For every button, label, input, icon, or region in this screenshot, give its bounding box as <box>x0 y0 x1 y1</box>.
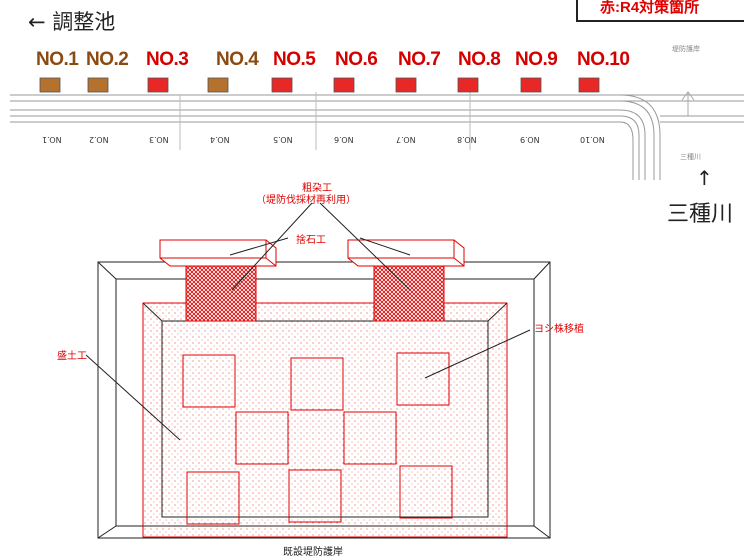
leader-riprap-right <box>359 237 411 256</box>
station-block <box>457 77 479 93</box>
river-label: 三種川 <box>667 202 734 227</box>
station-block <box>147 77 169 93</box>
embankment-label: 盛土工 <box>57 351 87 362</box>
leader-lines <box>85 202 531 441</box>
division-ticks <box>179 92 471 150</box>
road-curve <box>619 115 640 180</box>
station-label: NO.8 <box>458 49 501 70</box>
tick-label: NO.4 <box>210 135 230 144</box>
revetment-outer <box>97 261 551 539</box>
station-block <box>333 77 355 93</box>
station-label: NO.6 <box>335 49 378 70</box>
road-curve <box>619 121 634 180</box>
reed-plantings <box>182 352 453 525</box>
station-block <box>271 77 293 93</box>
reed-square <box>182 354 236 408</box>
reed-square <box>290 357 344 411</box>
riprap-right <box>373 262 445 322</box>
leader-embankment <box>85 354 181 441</box>
regulating-pond-direction: ← 調整池 <box>28 10 116 34</box>
riprap-label: 捨石工 <box>296 235 326 246</box>
leader-fascine-left <box>231 202 313 291</box>
reed-square <box>399 465 453 519</box>
station-block <box>87 77 109 93</box>
riprap-left <box>185 262 257 322</box>
embankment <box>142 302 508 538</box>
fascine-left <box>159 239 277 267</box>
existing-revetment-label: 既設堤防護岸 <box>283 547 343 558</box>
map-up-arrow <box>681 91 695 116</box>
tick-label: NO.1 <box>42 135 62 144</box>
leader-riprap-left <box>229 237 289 256</box>
station-label: NO.7 <box>398 49 441 70</box>
reed-square <box>396 352 450 406</box>
fascine <box>159 239 465 267</box>
road-curve <box>619 100 655 180</box>
tick-label: NO.7 <box>396 135 416 144</box>
station-label: NO.4 <box>216 49 259 70</box>
map-annotation-river: 三種川 <box>680 153 701 161</box>
station-label: NO.1 <box>36 49 79 70</box>
road-curve <box>619 109 646 180</box>
station-block <box>207 77 229 93</box>
fascine-label: 粗朶工 <box>302 183 332 194</box>
reed-square <box>186 471 240 525</box>
tick-label: NO.5 <box>273 135 293 144</box>
tick-label: NO.3 <box>149 135 169 144</box>
station-label: NO.3 <box>146 49 189 70</box>
fascine-right <box>347 239 465 267</box>
leader-reed <box>424 329 531 379</box>
map-annotation-top: 堤防護岸 <box>672 45 700 53</box>
reed-label: ヨシ株移植 <box>534 324 584 335</box>
leader-fascine-right <box>319 202 411 291</box>
embankment-outer <box>142 302 508 538</box>
tick-label: NO.10 <box>580 135 605 144</box>
fascine-sublabel: （堤防伐採材再利用） <box>256 195 356 206</box>
station-block <box>520 77 542 93</box>
station-block <box>578 77 600 93</box>
legend-box: 赤:R4対策箇所 <box>576 0 744 22</box>
station-block <box>39 77 61 93</box>
tick-label: NO.8 <box>457 135 477 144</box>
station-label: NO.2 <box>86 49 129 70</box>
station-blocks <box>39 77 600 93</box>
station-label: NO.9 <box>515 49 558 70</box>
reed-square <box>288 469 342 523</box>
road-lines <box>10 94 744 180</box>
riprap <box>185 262 445 322</box>
reed-square <box>343 411 397 465</box>
tick-label: NO.6 <box>334 135 354 144</box>
station-label: NO.10 <box>577 49 630 70</box>
station-block <box>395 77 417 93</box>
embankment-inner <box>161 320 489 518</box>
reed-square <box>235 411 289 465</box>
legend-text: 赤:R4対策箇所 <box>600 0 700 16</box>
river-up-arrow-icon: ↑ <box>696 166 713 190</box>
tick-label: NO.2 <box>89 135 109 144</box>
station-label: NO.5 <box>273 49 316 70</box>
tick-label: NO.9 <box>520 135 540 144</box>
